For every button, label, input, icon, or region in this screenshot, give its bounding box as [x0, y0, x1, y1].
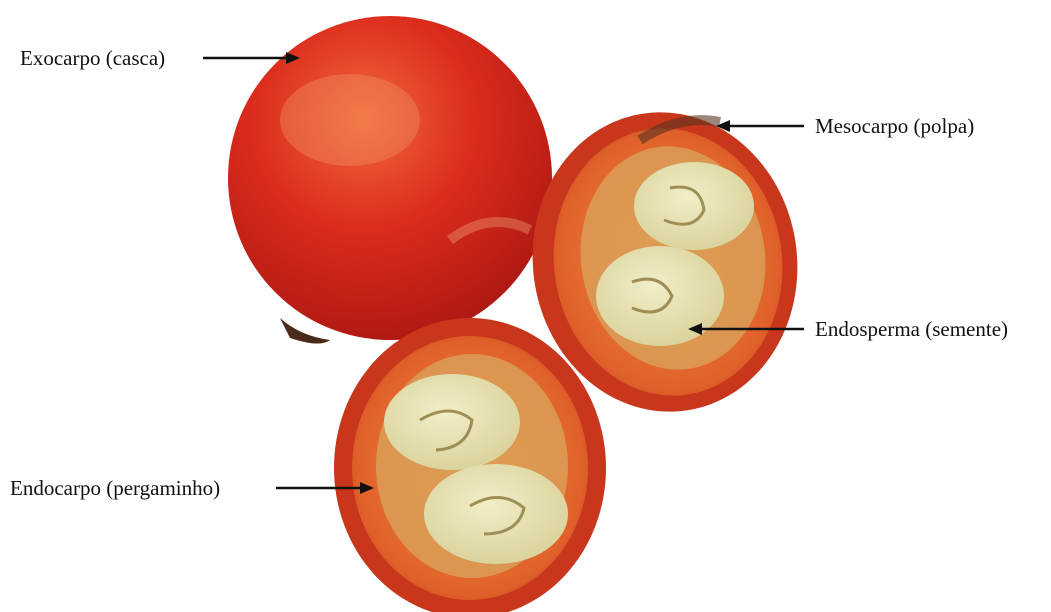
endosperm-label: Endosperma (semente) [815, 319, 1008, 340]
bottom-cut-half [334, 318, 606, 612]
whole-cherry [228, 16, 552, 344]
exocarp-label: Exocarpo (casca) [20, 48, 165, 69]
endocarp-label: Endocarpo (pergaminho) [10, 478, 220, 499]
mesocarp-label: Mesocarpo (polpa) [815, 116, 974, 137]
